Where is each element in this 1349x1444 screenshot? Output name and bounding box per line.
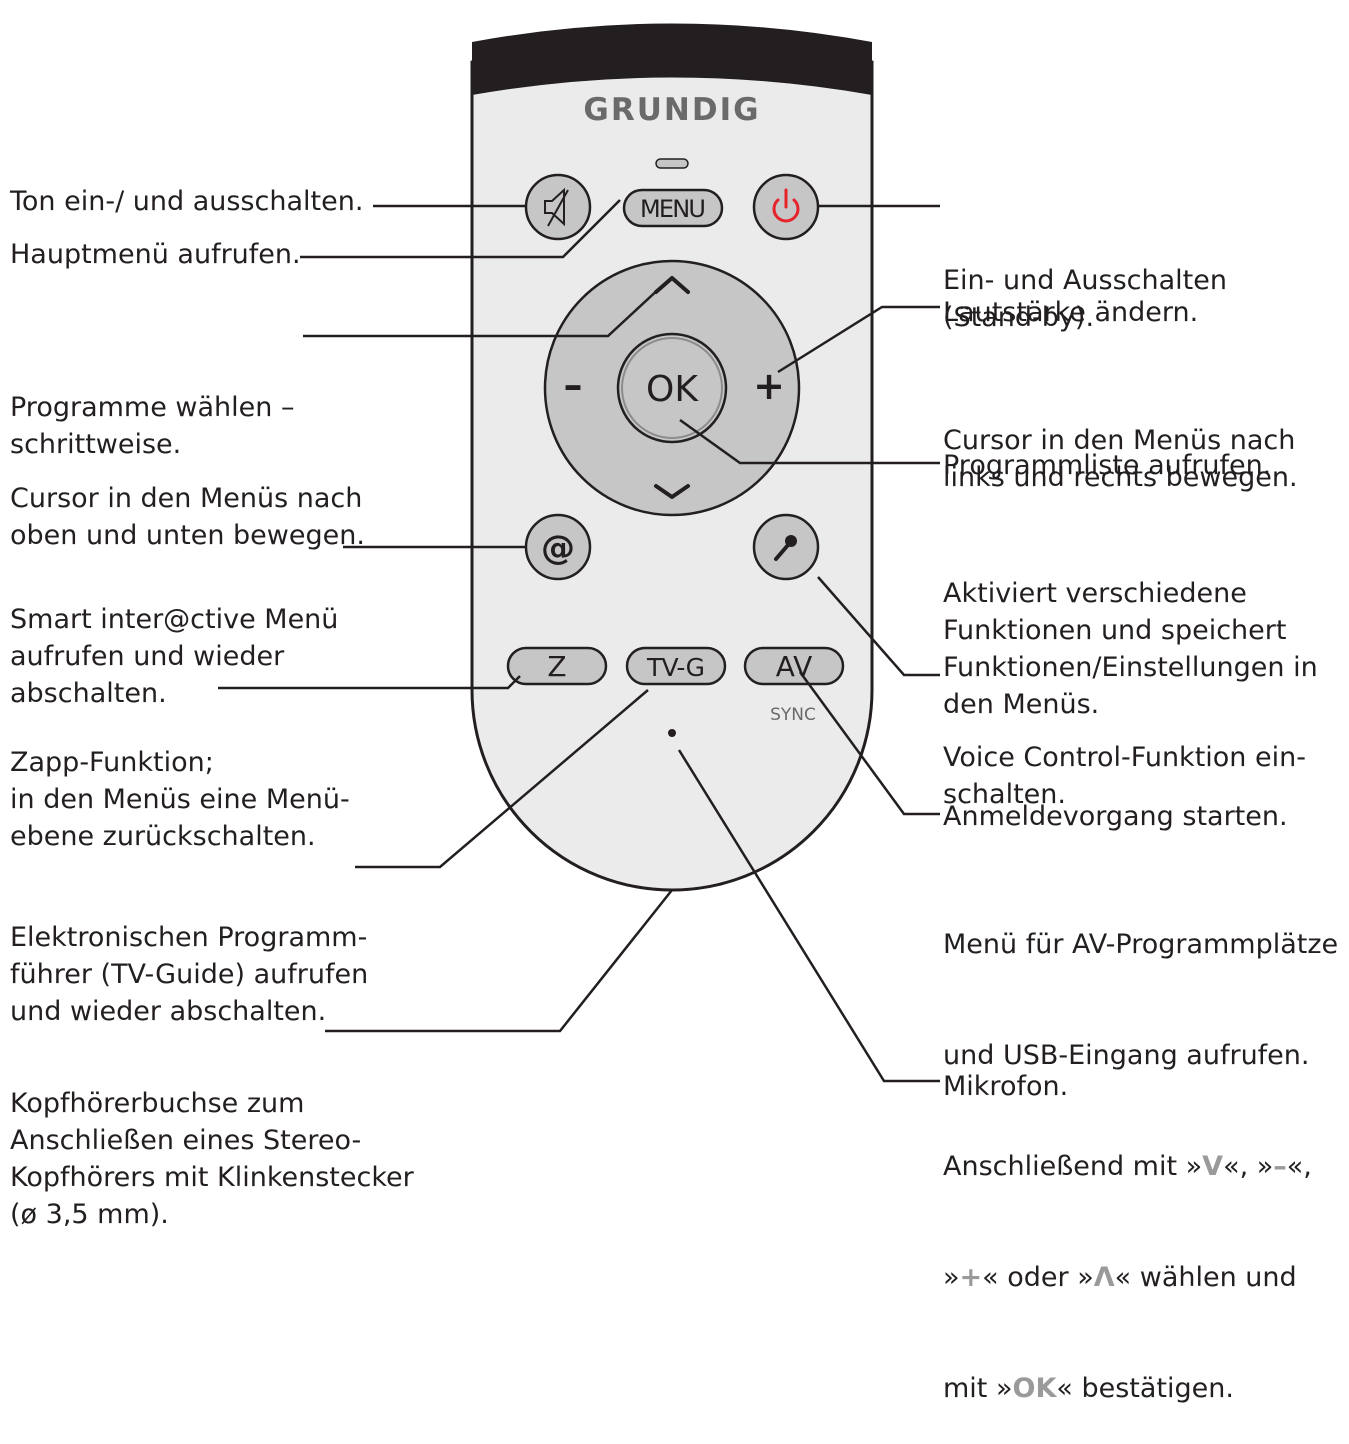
plus-symbol: + xyxy=(959,1262,983,1293)
up-symbol: Λ xyxy=(1093,1262,1115,1293)
menu-button-label: MENU xyxy=(640,195,706,223)
label-program-step: Programme wählen –schrittweise. xyxy=(10,392,295,460)
speaker-off-icon xyxy=(544,187,569,227)
remote-diagram: GRUNDIG MENU – + OK @ xyxy=(218,23,940,1083)
chevron-down-icon[interactable] xyxy=(654,484,690,499)
power-button[interactable] xyxy=(752,173,820,241)
zapp-button[interactable]: Z xyxy=(506,646,608,686)
av-button[interactable]: AV xyxy=(743,646,845,686)
label-program-list: Programmliste aufrufen. xyxy=(943,450,1272,481)
minus-symbol: – xyxy=(1273,1151,1287,1182)
label-volume: Lautstärke ändern. xyxy=(943,297,1199,328)
label-main-menu: Hauptmenü aufrufen. xyxy=(10,239,301,270)
ok-symbol: OK xyxy=(1012,1373,1057,1404)
mute-button[interactable] xyxy=(524,173,592,241)
smart-interactive-button[interactable]: @ xyxy=(524,513,592,581)
av-button-label: AV xyxy=(776,650,813,683)
brand-logo: GRUNDIG xyxy=(583,92,760,128)
label-av-menu: Menü für AV-Programmplätze und USB-Einga… xyxy=(943,929,1339,1404)
ok-button[interactable]: OK xyxy=(616,332,728,444)
microphone-hole xyxy=(668,729,676,737)
status-led xyxy=(655,158,689,169)
minus-button[interactable]: – xyxy=(564,363,583,407)
microphone-icon xyxy=(774,535,797,561)
tv-guide-button[interactable]: TV-G xyxy=(625,646,727,686)
label-voice-control: Voice Control-Funktion ein-schalten. xyxy=(943,742,1306,810)
menu-button[interactable]: MENU xyxy=(622,188,724,228)
voice-button[interactable] xyxy=(752,513,820,581)
power-icon xyxy=(772,188,800,223)
zapp-button-label: Z xyxy=(547,650,566,683)
label-microphone: Mikrofon. xyxy=(943,1071,1069,1102)
down-symbol: V xyxy=(1202,1151,1224,1182)
label-mute: Ton ein-/ und ausschalten. xyxy=(10,186,364,217)
remote-top-cap xyxy=(472,23,872,95)
label-power: Ein- und Ausschalten(Stand-by). xyxy=(943,265,1227,333)
leader-lines xyxy=(218,199,940,1083)
label-zapp: Zapp-Funktion;in den Menüs eine Menü-ebe… xyxy=(10,747,350,852)
label-login: Anmeldevorgang starten. xyxy=(943,801,1288,832)
at-icon: @ xyxy=(541,528,575,568)
label-epg: Elektronischen Programm-führer (TV-Guide… xyxy=(10,922,369,1027)
sync-label: SYNC xyxy=(770,705,816,725)
tv-guide-button-label: TV-G xyxy=(646,653,705,682)
ok-button-label: OK xyxy=(646,369,699,410)
